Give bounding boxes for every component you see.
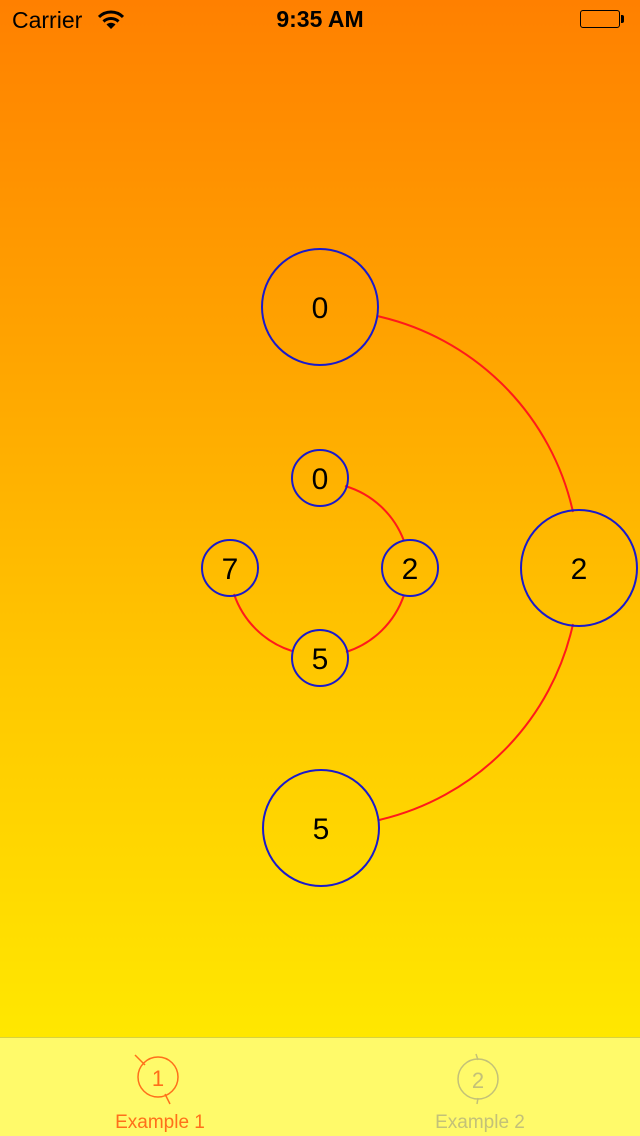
status-bar: Carrier 9:35 AM [0,0,640,40]
node-label: 0 [312,463,329,496]
tab-example-2[interactable]: 2 Example 2 [320,1038,640,1136]
node-label: 5 [313,813,330,846]
tab-label: Example 2 [435,1112,525,1133]
node-label: 5 [312,643,329,676]
numbered-circle-icon: 2 [457,1053,499,1105]
node-label: 2 [402,553,419,586]
tab-icon-number: 1 [152,1066,164,1091]
inner-edge-2-5 [345,594,405,653]
inner-node[interactable]: 5 [291,629,349,687]
carrier-label: Carrier [12,7,83,33]
tab-label: Example 1 [115,1112,205,1133]
node-label: 2 [571,553,588,586]
wifi-icon [97,9,125,36]
inner-edge-5-7 [233,593,293,652]
outer-edge-2-5 [378,623,574,821]
inner-node[interactable]: 0 [291,449,349,507]
tab-example-1[interactable]: 1 Example 1 [0,1038,320,1136]
status-time: 9:35 AM [276,6,364,32]
outer-node[interactable]: 0 [261,248,379,366]
inner-edge-0-2 [344,485,405,542]
battery-icon [580,10,624,30]
node-label: 0 [312,292,329,325]
tab-bar: 1 Example 1 2 Example 2 [0,1037,640,1136]
outer-node[interactable]: 2 [520,509,638,627]
inner-node[interactable]: 2 [381,539,439,597]
node-label: 7 [222,553,239,586]
tab-icon-number: 2 [472,1068,484,1093]
outer-node[interactable]: 5 [262,769,380,887]
numbered-circle-icon: 1 [134,1054,179,1105]
inner-node[interactable]: 7 [201,539,259,597]
outer-edge-0-2 [376,315,574,513]
